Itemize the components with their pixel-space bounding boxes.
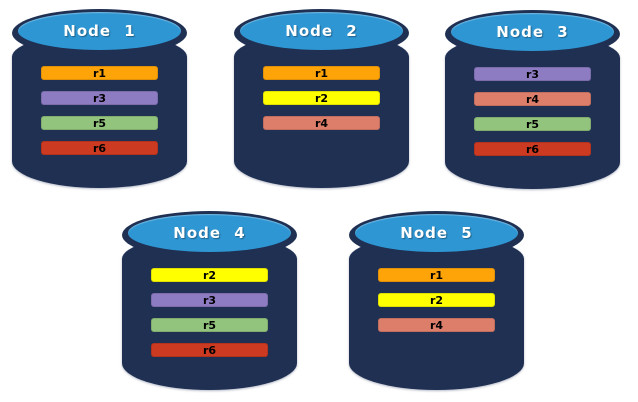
replica-bar-r3: r3 xyxy=(474,67,591,81)
cylinder-top-surface: Node 2 xyxy=(240,12,403,50)
replica-bar-r6: r6 xyxy=(474,142,591,156)
cylinder-top-surface: Node 1 xyxy=(18,12,181,50)
cylinder-body xyxy=(349,235,524,390)
replica-bar-r2: r2 xyxy=(263,91,380,105)
replica-list: r2 r3 r5 r6 xyxy=(151,268,268,357)
cylinder-top-surface: Node 3 xyxy=(451,13,614,51)
replica-bar-r4: r4 xyxy=(474,92,591,106)
cylinder-top-rim: Node 3 xyxy=(445,10,620,58)
cylinder-body xyxy=(12,33,187,188)
node-label: Node 1 xyxy=(63,22,136,40)
database-node: r2 r3 r5 r6 Node 4 xyxy=(122,211,297,390)
replica-bar-r2: r2 xyxy=(378,293,495,307)
cylinder-body xyxy=(122,235,297,390)
database-node: r3 r4 r5 r6 Node 3 xyxy=(445,10,620,189)
cylinder-body xyxy=(234,33,409,188)
replica-bar-r2: r2 xyxy=(151,268,268,282)
cylinder-top-rim: Node 2 xyxy=(234,9,409,57)
cylinder-top-surface: Node 4 xyxy=(128,214,291,252)
node-label: Node 5 xyxy=(400,224,473,242)
replica-bar-r4: r4 xyxy=(378,318,495,332)
cylinder-top-surface: Node 5 xyxy=(355,214,518,252)
replica-bar-r6: r6 xyxy=(41,141,158,155)
replica-bar-r5: r5 xyxy=(41,116,158,130)
replica-bar-r1: r1 xyxy=(41,66,158,80)
cylinder-body xyxy=(445,34,620,189)
database-node: r1 r3 r5 r6 Node 1 xyxy=(12,9,187,188)
node-label: Node 2 xyxy=(285,22,358,40)
replica-bar-r3: r3 xyxy=(41,91,158,105)
database-node: r1 r2 r4 Node 5 xyxy=(349,211,524,390)
replica-list: r1 r2 r4 xyxy=(378,268,495,332)
replica-bar-r6: r6 xyxy=(151,343,268,357)
cylinder-top-rim: Node 5 xyxy=(349,211,524,259)
cylinder-top-rim: Node 1 xyxy=(12,9,187,57)
replica-bar-r1: r1 xyxy=(263,66,380,80)
replica-list: r3 r4 r5 r6 xyxy=(474,67,591,156)
node-label: Node 3 xyxy=(496,23,569,41)
database-node: r1 r2 r4 Node 2 xyxy=(234,9,409,188)
cylinder-top-rim: Node 4 xyxy=(122,211,297,259)
replica-bar-r4: r4 xyxy=(263,116,380,130)
replica-bar-r5: r5 xyxy=(474,117,591,131)
replica-bar-r1: r1 xyxy=(378,268,495,282)
replica-bar-r5: r5 xyxy=(151,318,268,332)
replica-list: r1 r3 r5 r6 xyxy=(41,66,158,155)
replica-bar-r3: r3 xyxy=(151,293,268,307)
replica-list: r1 r2 r4 xyxy=(263,66,380,130)
node-label: Node 4 xyxy=(173,224,246,242)
